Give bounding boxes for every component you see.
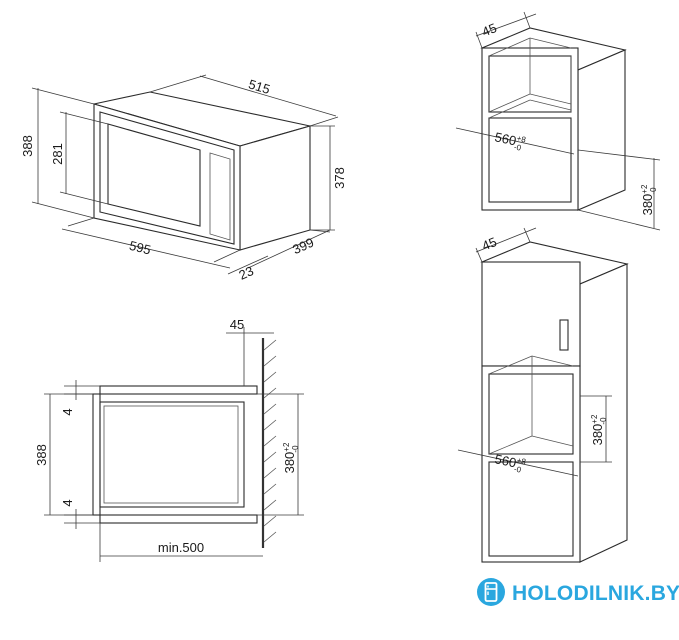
cabinet-top-view: 45 560+8-0 380+2-0 [455,11,661,231]
oven-control-panel [209,152,231,241]
oven-side-body [92,393,101,516]
oven-door-glass [107,123,201,227]
dim-side-min-depth: min.500 [158,540,204,555]
door-handle [559,319,569,351]
dim-cab-tall-niche-width: 560+8-0 [493,451,527,475]
dim-cab-top-offset: 45 [480,20,499,39]
cabinet-tall-view: 45 560+8-0 380+2-0 [457,227,629,563]
oven-front-inner [99,111,235,245]
dim-cab-tall-top-offset: 45 [480,234,499,253]
fridge-icon [476,577,506,612]
oven-body-side [239,125,311,251]
dim-side-height: 388 [34,444,49,466]
dim-side-gap-top: 4 [60,408,75,415]
lower-shelf [99,514,258,524]
watermark-logo: HOLODILNIK.BY [476,577,679,611]
dim-oven-width-front: 595 [128,238,153,258]
dim-oven-height-right: 378 [332,167,347,189]
oven-iso-view: 515 378 388 281 595 399 23 [20,74,347,283]
upper-shelf [99,385,258,395]
watermark-text: HOLODILNIK.BY [512,582,679,605]
side-section-view: 45 4 4 388 380+2-0 min.500 [34,317,304,562]
dim-oven-height-left: 388 [20,135,35,157]
dim-cab-tall-niche-height: 380+2-0 [590,414,608,445]
dim-side-gap-bottom: 4 [60,499,75,506]
cabinet-tall-body [481,365,581,563]
dim-oven-door-offset: 23 [237,263,256,283]
dim-cab-top-niche-height: 380+2-0 [640,184,658,215]
dim-oven-width-top: 515 [247,76,272,97]
oven-side-front [99,401,245,508]
dim-side-niche-height: 380+2-0 [282,442,300,473]
dim-cab-top-niche-width: 560+8-0 [493,129,527,153]
cabinet-upper-door [481,261,581,367]
dim-side-top-offset: 45 [230,317,244,332]
dim-oven-inner-height: 281 [50,143,65,165]
